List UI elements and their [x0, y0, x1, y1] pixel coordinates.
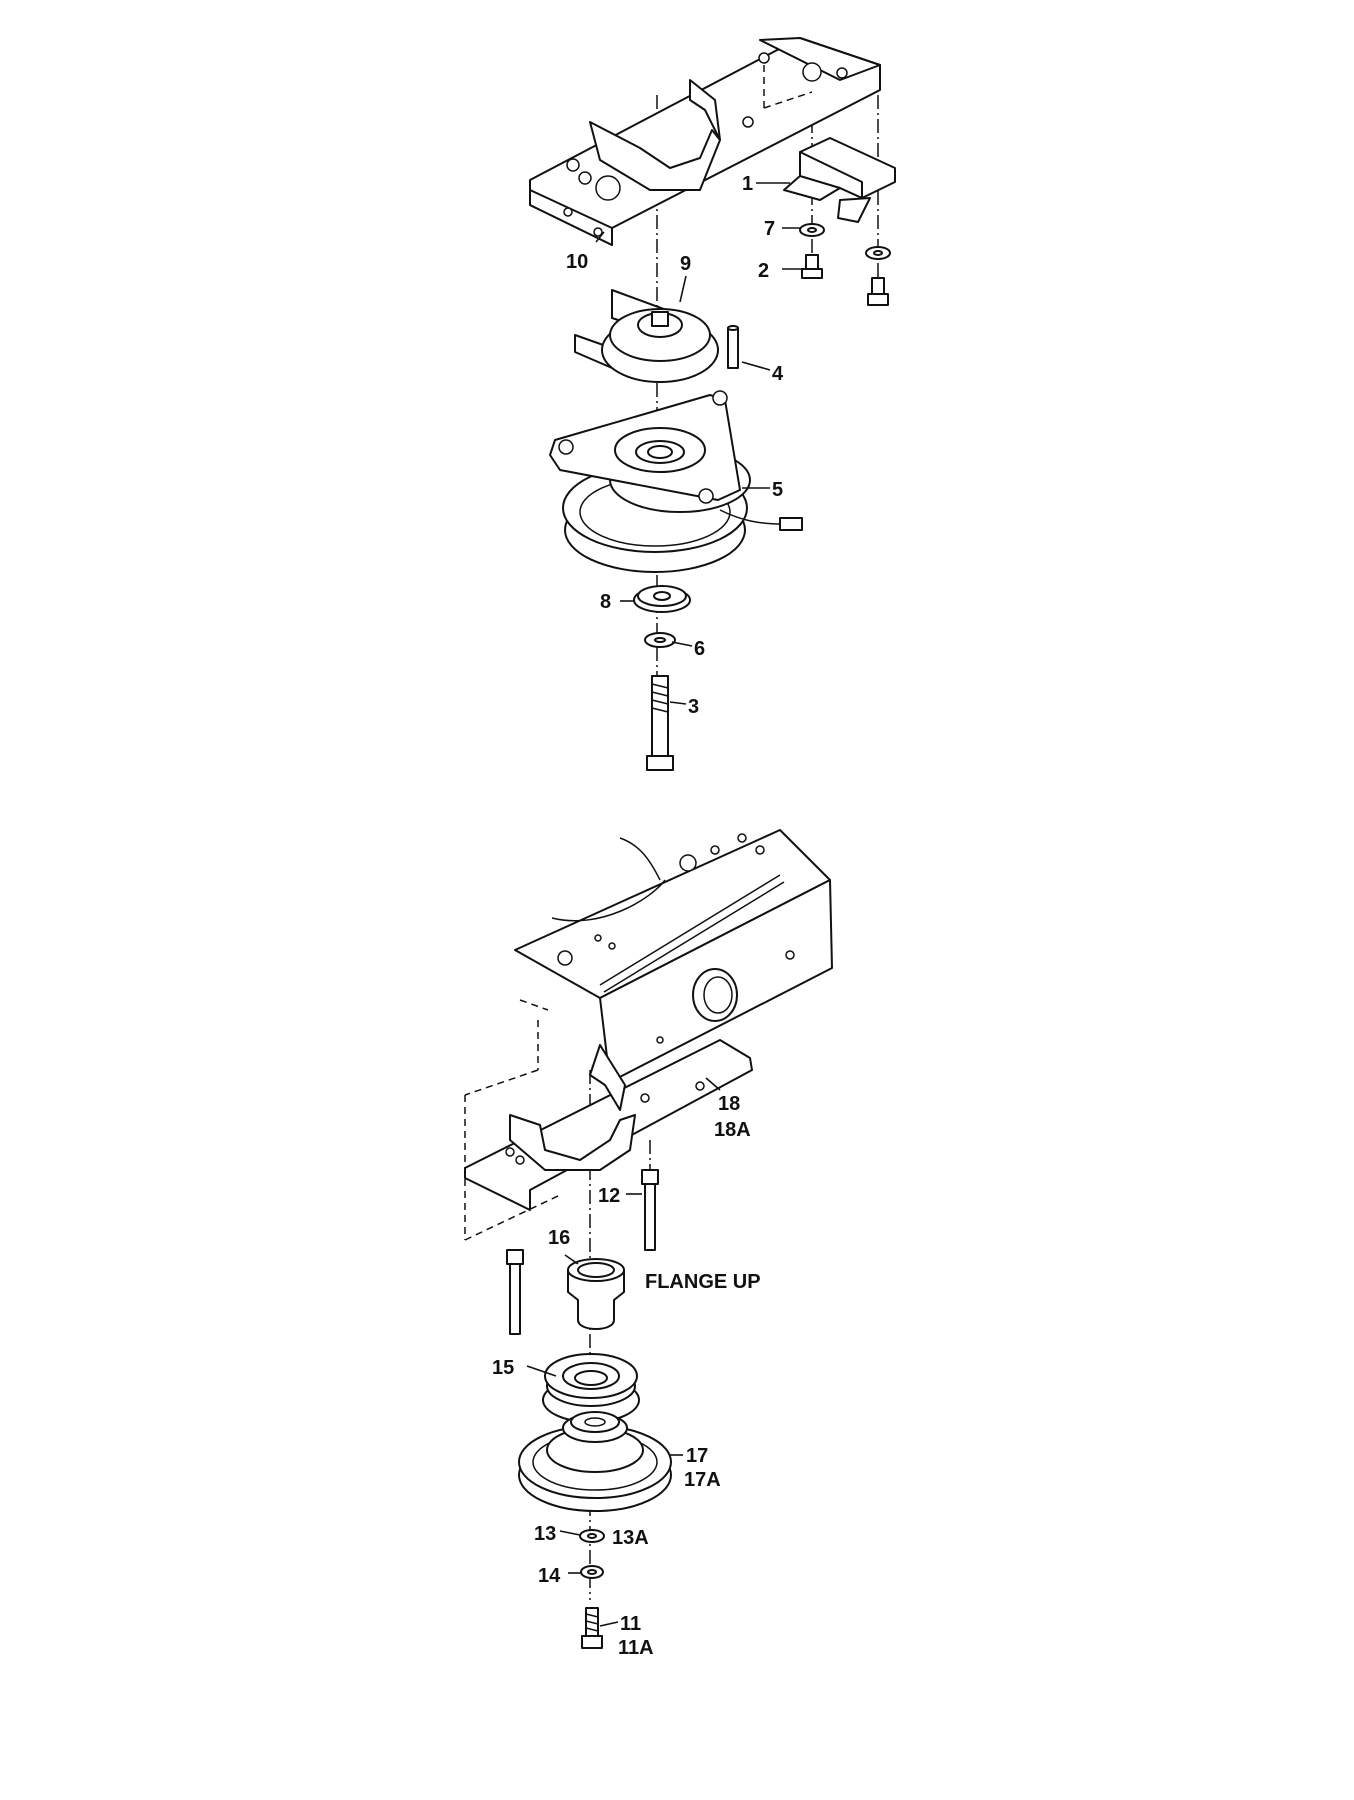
callout-13: 13: [534, 1523, 556, 1545]
spacer-part-8: [633, 585, 691, 613]
lock-washer-part-6: [644, 632, 676, 648]
callout-14: 14: [538, 1565, 561, 1587]
bolt-right: [867, 277, 889, 306]
callout-15: 15: [492, 1357, 514, 1379]
washer-right: [865, 246, 891, 260]
bolt-part-12: [641, 1169, 659, 1251]
electric-clutch-part-5: [549, 390, 803, 573]
bolt-left-bottom: [506, 1249, 524, 1335]
callout-9: 9: [680, 253, 691, 275]
washer-part-7: [799, 223, 825, 237]
callout-17: 17: [686, 1445, 708, 1467]
flange-up-note: FLANGE UP: [645, 1271, 761, 1293]
callout-10: 10: [566, 251, 588, 273]
key-part-4: [727, 325, 739, 369]
idler-pulley-part-15: [542, 1353, 640, 1423]
callout-6: 6: [694, 638, 705, 660]
bolt-part-2: [801, 254, 823, 279]
callout-16: 16: [548, 1227, 570, 1249]
leader-lines: [526, 182, 802, 1627]
lock-washer-part-14: [580, 1565, 604, 1579]
callout-17a: 17A: [684, 1469, 721, 1491]
callout-1: 1: [742, 173, 753, 195]
mounting-bracket-part-1: [783, 137, 896, 223]
callout-11: 11: [620, 1613, 641, 1635]
bolt-part-11: [581, 1607, 603, 1649]
large-pulley-part-17: [518, 1411, 672, 1512]
callout-4: 4: [772, 363, 784, 385]
callout-18: 18: [718, 1093, 740, 1115]
callout-7: 7: [764, 218, 775, 240]
callout-5: 5: [772, 479, 783, 501]
frame-bracket-part-10: [529, 37, 881, 246]
callout-13a: 13A: [612, 1527, 649, 1549]
pulley-part-9: [574, 289, 719, 383]
bolt-part-3: [646, 675, 674, 771]
callout-8: 8: [600, 591, 611, 613]
washer-part-13: [579, 1529, 605, 1543]
callout-12: 12: [598, 1185, 620, 1207]
callout-18a: 18A: [714, 1119, 751, 1141]
bushing-part-16: [567, 1258, 625, 1330]
callout-2: 2: [758, 260, 769, 282]
callout-11a: 11A: [618, 1637, 654, 1659]
callout-3: 3: [688, 696, 699, 718]
chassis-frame-part-18: [464, 829, 833, 1241]
